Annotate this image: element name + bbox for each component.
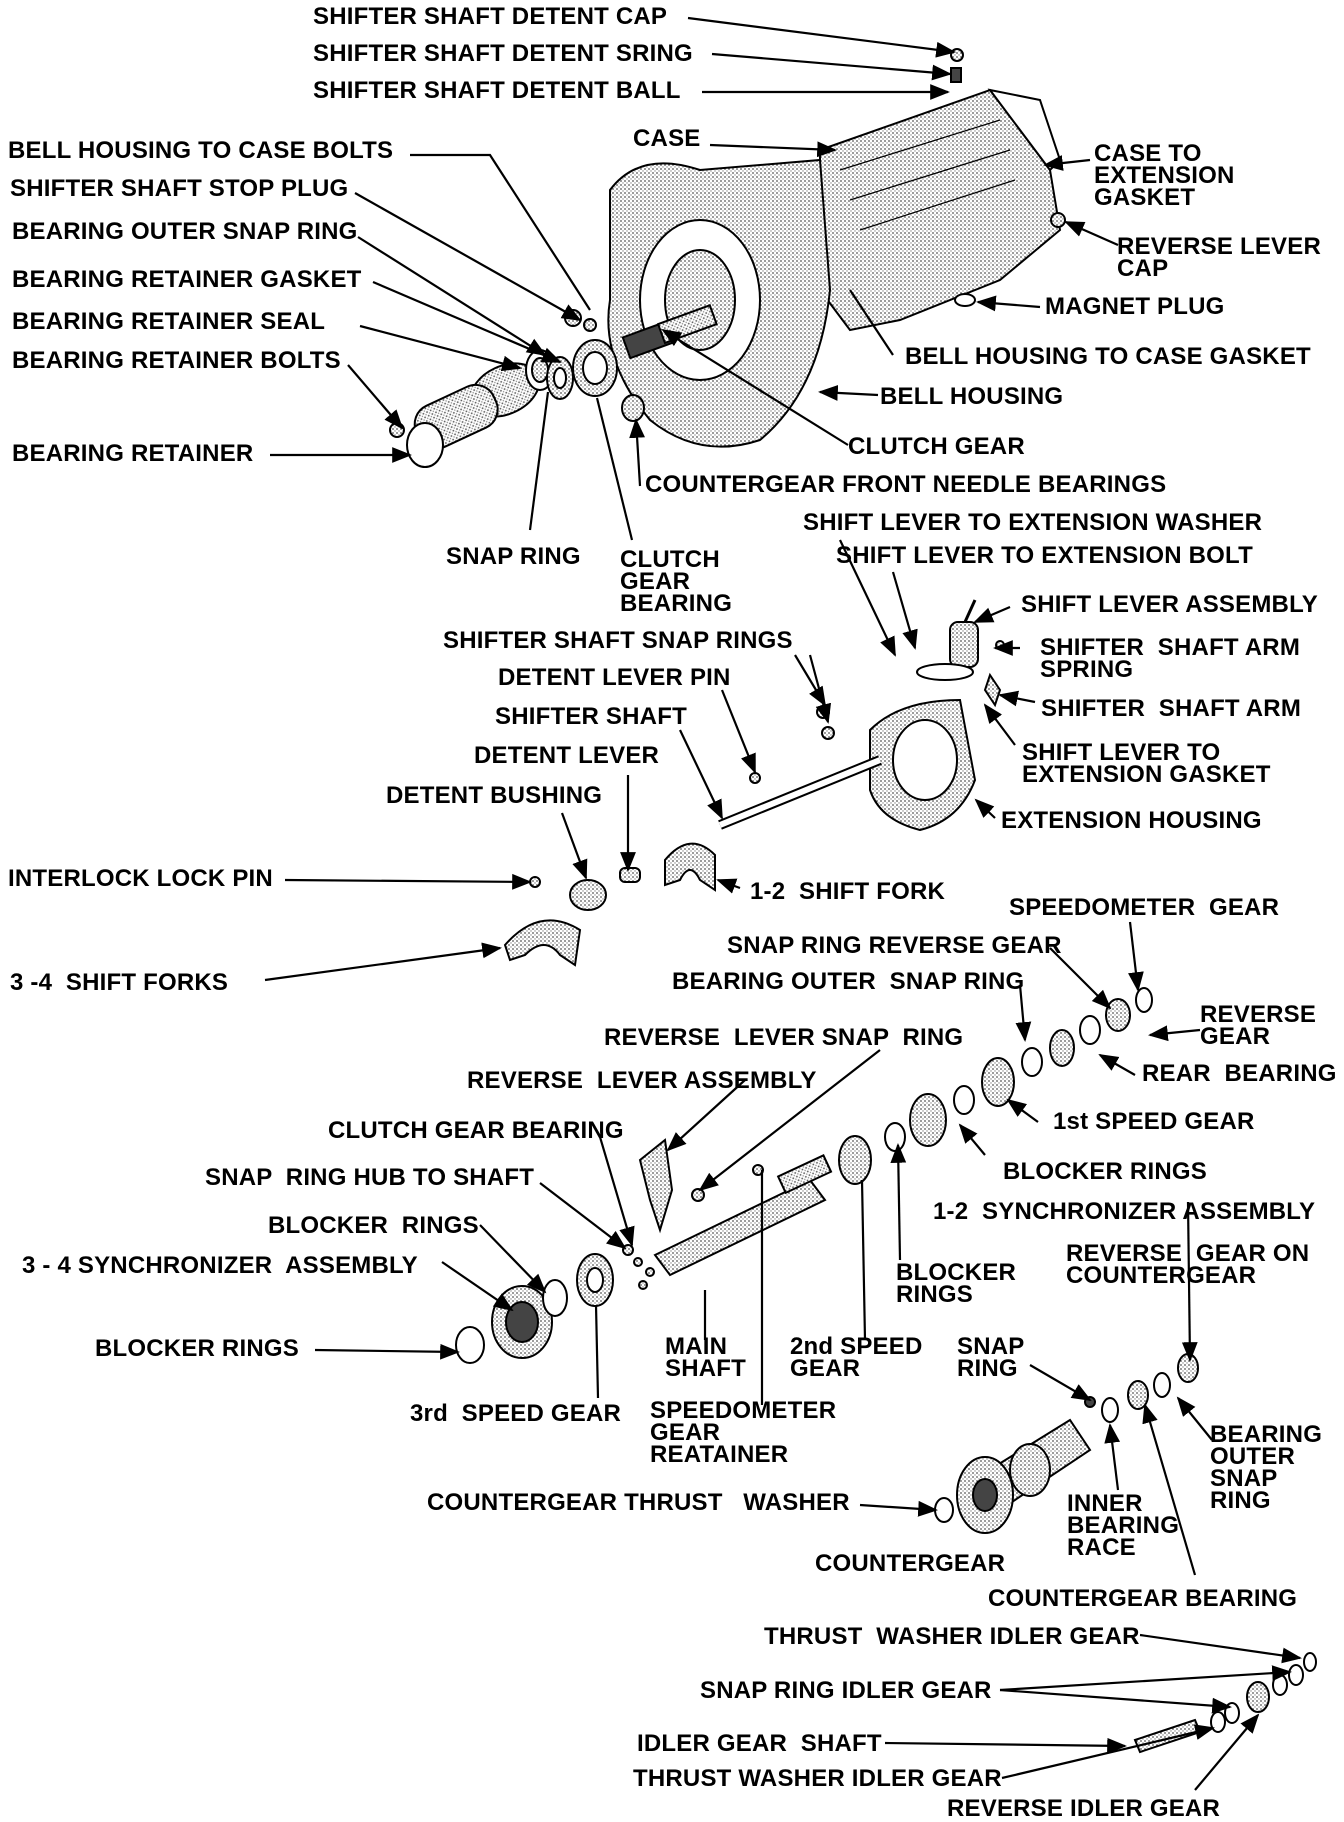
label-snap-ring-hub-to-shaft: SNAP RING HUB TO SHAFT (205, 1164, 535, 1191)
reverse-lever-assembly-part (638, 1138, 764, 1234)
label-detent-bushing: DETENT BUSHING (386, 782, 603, 809)
countergear-part (934, 1353, 1199, 1534)
label-idler-gear-shaft: IDLER GEAR SHAFT (637, 1730, 882, 1757)
label-blocker-rings-left: BLOCKER RINGS (95, 1335, 299, 1362)
label-detent-lever: DETENT LEVER (474, 742, 660, 769)
label-snap-ring-idler-gear: SNAP RING IDLER GEAR (700, 1677, 992, 1704)
label-bearing-outer-snap-ring-lower: BEARING OUTER SNAP RING (1210, 1421, 1323, 1514)
label-reverse-lever-cap: REVERSE LEVER CAP (1117, 233, 1321, 282)
label-bell-housing-to-case-bolts: BELL HOUSING TO CASE BOLTS (8, 137, 394, 164)
label-shift-lever-to-extension-washer: SHIFT LEVER TO EXTENSION WASHER (803, 509, 1263, 536)
label-shifter-shaft-arm-spring: SHIFTER SHAFT ARM SPRING (1040, 634, 1301, 683)
label-reverse-lever-snap-ring: REVERSE LEVER SNAP RING (604, 1024, 964, 1051)
shift-forks-part (503, 842, 716, 967)
label-rear-bearing: REAR BEARING (1142, 1060, 1337, 1087)
label-shifter-shaft-arm: SHIFTER SHAFT ARM (1041, 695, 1302, 722)
label-bell-housing-to-case-gasket: BELL HOUSING TO CASE GASKET (905, 343, 1311, 370)
label-inner-bearing-race: INNER BEARING RACE (1067, 1490, 1180, 1561)
label-clutch-gear: CLUTCH GEAR (848, 433, 1025, 460)
label-shift-lever-to-extension-gasket: SHIFT LEVER TO EXTENSION GASKET (1022, 739, 1271, 788)
label-clutch-gear-bearing-mid: CLUTCH GEAR BEARING (328, 1117, 624, 1144)
label-bearing-retainer-bolts: BEARING RETAINER BOLTS (12, 347, 341, 374)
leader-lines (264, 16, 1302, 1791)
label-countergear-front-needle-bearings: COUNTERGEAR FRONT NEEDLE BEARINGS (645, 471, 1167, 498)
label-3-4-shift-forks: 3 -4 SHIFT FORKS (10, 969, 229, 996)
label-reverse-idler-gear: REVERSE IDLER GEAR (947, 1795, 1220, 1822)
label-bearing-outer-snap-ring-top: BEARING OUTER SNAP RING (12, 218, 358, 245)
label-clutch-gear-bearing-top: CLUTCH GEAR BEARING (620, 546, 733, 617)
gear-stack-center (838, 987, 1153, 1185)
label-blocker-rings-center: BLOCKER RINGS (896, 1259, 1017, 1308)
label-case: CASE (633, 125, 701, 152)
label-reverse-lever-assembly: REVERSE LEVER ASSEMBLY (467, 1067, 817, 1094)
label-reverse-gear: REVERSE GEAR (1200, 1001, 1317, 1050)
label-bearing-retainer-gasket: BEARING RETAINER GASKET (12, 266, 362, 293)
label-3rd-speed-gear: 3rd SPEED GEAR (410, 1400, 622, 1427)
label-case-to-extension-gasket: CASE TO EXTENSION GASKET (1094, 140, 1235, 211)
label-blocker-rings-upper-left: BLOCKER RINGS (268, 1212, 479, 1239)
label-bearing-retainer: BEARING RETAINER (12, 440, 254, 467)
label-snap-ring-reverse-gear: SNAP RING REVERSE GEAR (727, 932, 1062, 959)
case-part (819, 88, 1062, 332)
label-countergear-bearing: COUNTERGEAR BEARING (988, 1585, 1298, 1612)
main-shaft-part (653, 1154, 833, 1277)
label-reverse-gear-on-countergear: REVERSE GEAR ON COUNTERGEAR (1066, 1240, 1310, 1289)
label-countergear: COUNTERGEAR (815, 1550, 1006, 1577)
gear-stack-lower-left (455, 1253, 614, 1364)
label-shift-lever-assembly: SHIFT LEVER ASSEMBLY (1021, 591, 1318, 618)
label-detent-lever-pin: DETENT LEVER PIN (498, 664, 731, 691)
label-extension-housing: EXTENSION HOUSING (1001, 807, 1262, 834)
label-speedometer-gear-retainer: SPEEDOMETER GEAR REATAINER (650, 1397, 837, 1468)
label-shifter-shaft-detent-ball: SHIFTER SHAFT DETENT BALL (313, 77, 681, 104)
label-shifter-shaft-detent-spring: SHIFTER SHAFT DETENT SRING (313, 40, 693, 67)
label-1st-speed-gear: 1st SPEED GEAR (1053, 1108, 1255, 1135)
label-1-2-shift-fork: 1-2 SHIFT FORK (750, 878, 946, 905)
label-bearing-outer-snap-ring-mid: BEARING OUTER SNAP RING (672, 968, 1025, 995)
label-bell-housing: BELL HOUSING (880, 383, 1064, 410)
label-blocker-rings-right: BLOCKER RINGS (1003, 1158, 1207, 1185)
label-1-2-synchronizer-assembly: 1-2 SYNCHRONIZER ASSEMBLY (933, 1198, 1316, 1225)
label-thrust-washer-idler-gear-bottom: THRUST WASHER IDLER GEAR (633, 1765, 1002, 1792)
label-main-shaft: MAIN SHAFT (665, 1333, 746, 1382)
label-shifter-shaft-stop-plug: SHIFTER SHAFT STOP PLUG (10, 175, 349, 202)
label-speedometer-gear: SPEEDOMETER GEAR (1009, 894, 1280, 921)
label-bearing-retainer-seal: BEARING RETAINER SEAL (12, 308, 326, 335)
label-interlock-lock-pin: INTERLOCK LOCK PIN (8, 865, 273, 892)
small-lower-parts (622, 1244, 655, 1290)
label-shift-lever-to-extension-bolt: SHIFT LEVER TO EXTENSION BOLT (836, 542, 1253, 569)
label-2nd-speed-gear: 2nd SPEED GEAR (790, 1333, 923, 1382)
label-shifter-shaft-detent-cap: SHIFTER SHAFT DETENT CAP (313, 3, 668, 30)
label-countergear-thrust-washer: COUNTERGEAR THRUST WASHER (427, 1489, 850, 1516)
label-shifter-shaft: SHIFTER SHAFT (495, 703, 687, 730)
bearing-retainer-part (406, 362, 541, 468)
clutch-gear-bearing-part (546, 339, 618, 400)
label-shifter-shaft-snap-rings: SHIFTER SHAFT SNAP RINGS (443, 627, 793, 654)
extension-housing-part (869, 698, 977, 832)
label-snap-ring-lower: SNAP RING (957, 1333, 1025, 1382)
label-magnet-plug: MAGNET PLUG (1045, 293, 1225, 320)
label-snap-ring-top: SNAP RING (446, 543, 581, 570)
shifter-shaft-part (718, 755, 882, 830)
label-3-4-synchronizer-assembly: 3 - 4 SYNCHRONIZER ASSEMBLY (22, 1252, 418, 1279)
shift-lever-assembly-part (916, 599, 979, 681)
label-thrust-washer-idler-gear-top: THRUST WASHER IDLER GEAR (764, 1623, 1140, 1650)
